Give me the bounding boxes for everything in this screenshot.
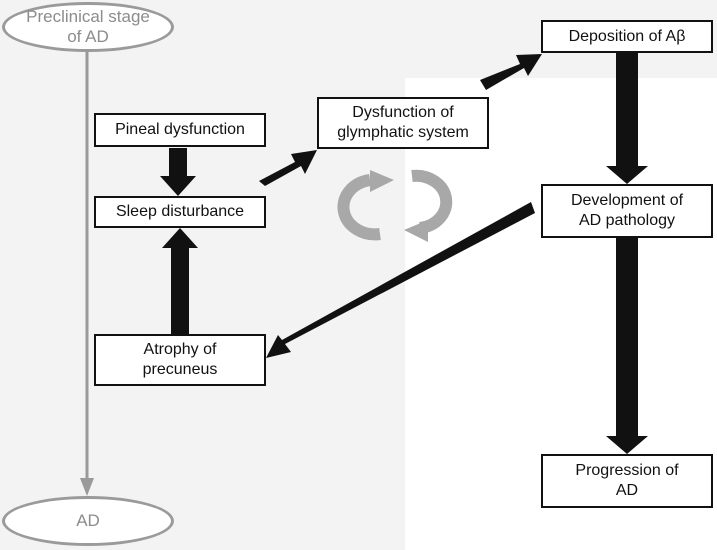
atrophy-of-precuneus-label: Atrophy of precuneus	[142, 341, 218, 378]
glymphatic-dysfunction-node: Dysfunction of glymphatic system	[317, 97, 489, 149]
glymphatic-dysfunction-label: Dysfunction of glymphatic system	[337, 104, 469, 141]
preclinical-stage-node: Preclinical stage of AD	[2, 2, 174, 52]
arrow-deposition-to-development-shaft	[616, 52, 638, 170]
arrow-glymphatic-to-deposition	[480, 54, 542, 90]
deposition-label: Deposition of Aβ	[568, 27, 686, 45]
cycle-arrowhead-top	[370, 170, 394, 192]
preclinical-stage-label: Preclinical stage of AD	[26, 7, 150, 46]
arrow-development-to-progression-shaft	[616, 238, 638, 438]
cycle-arrowhead-bottom	[404, 220, 428, 242]
arrow-pineal-to-sleep-head	[160, 176, 196, 196]
arrow-development-to-progression-head	[606, 436, 648, 454]
arrow-atrophy-to-sleep-shaft	[171, 246, 189, 334]
sleep-disturbance-label: Sleep disturbance	[115, 203, 245, 220]
arrow-atrophy-to-sleep-head	[162, 228, 198, 248]
development-node: Development of AD pathology	[541, 184, 713, 238]
progression-node: Progression of AD	[541, 454, 713, 508]
arrow-development-to-atrophy	[266, 202, 535, 358]
cycle-arc-left	[337, 174, 381, 241]
deposition-node: Deposition of Aβ	[541, 20, 713, 53]
background-panel-left	[0, 0, 405, 550]
timeline-arrowhead	[80, 478, 94, 496]
cycle-icon	[337, 169, 453, 242]
pineal-dysfunction-node: Pineal dysfunction	[94, 113, 266, 147]
arrow-sleep-to-glymphatic	[259, 150, 317, 186]
pineal-dysfunction-label: Pineal dysfunction	[115, 121, 245, 138]
cycle-arc-right	[411, 169, 453, 234]
atrophy-of-precuneus-node: Atrophy of precuneus	[94, 334, 266, 386]
sleep-disturbance-node: Sleep disturbance	[94, 196, 266, 228]
arrow-pineal-to-sleep-shaft	[169, 148, 187, 178]
ad-label: AD	[76, 511, 100, 530]
arrow-deposition-to-development-head	[606, 166, 648, 184]
development-label: Development of AD pathology	[570, 192, 684, 229]
ad-node: AD	[2, 496, 174, 546]
progression-label: Progression of AD	[575, 462, 679, 499]
